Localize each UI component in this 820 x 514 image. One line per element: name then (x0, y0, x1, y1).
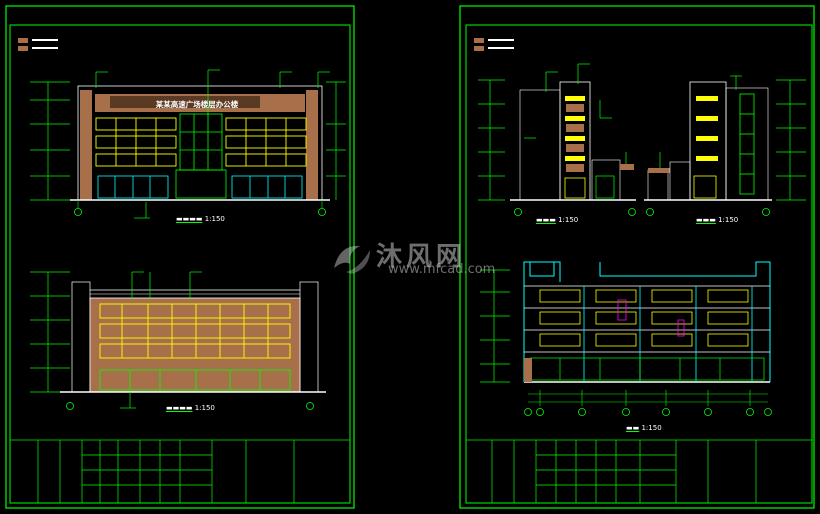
front-ground-floor (97, 169, 303, 199)
sheet-left: 某某高速广场楼层办公楼 (5, 5, 355, 509)
axis-bubble (306, 402, 314, 410)
section-caption: ▬▬ 1:150 (626, 424, 662, 432)
section-scale: 1:150 (641, 424, 662, 432)
side-elevation-a (478, 63, 636, 216)
section-outline (523, 261, 771, 382)
section-view (480, 261, 772, 416)
front-leaders (95, 69, 330, 219)
side-b-scale: 1:150 (718, 216, 739, 224)
watermark-url: www.mfcad.com (388, 262, 496, 277)
side-a-scale: 1:150 (558, 216, 579, 224)
rear-windows (99, 303, 291, 359)
axis-bubble (74, 208, 82, 216)
front-banner-text: 某某高速广场楼层办公楼 (156, 99, 239, 109)
title-block-left (9, 439, 351, 504)
rear-ground-floor (99, 369, 291, 391)
rear-elevation (30, 271, 326, 410)
axis-bubble (318, 208, 326, 216)
rear-elevation-scale: 1:150 (194, 404, 215, 412)
watermark: 沐风网 www.mfcad.com (330, 238, 500, 278)
rear-leaders (120, 271, 202, 409)
rear-elevation-caption: ▬▬▬▬ 1:150 (166, 404, 215, 412)
axis-bubble (66, 402, 74, 410)
front-elevation-caption: ▬▬▬▬ 1:150 (176, 215, 225, 223)
front-elevation (30, 69, 346, 219)
section-openings (539, 289, 749, 347)
watermark-text: 沐风网 (376, 242, 467, 272)
side-a-caption: ▬▬▬ 1:150 (536, 216, 579, 224)
legend (18, 38, 58, 51)
title-block-right (465, 439, 813, 504)
side-a-windows (565, 96, 585, 161)
side-b-caption: ▬▬▬ 1:150 (696, 216, 739, 224)
front-elevation-scale: 1:150 (204, 215, 225, 223)
level-marks-left (30, 81, 70, 201)
side-elevation-b (644, 75, 806, 216)
legend-right (474, 38, 514, 51)
watermark-logo-icon (334, 245, 370, 274)
level-marks-right (326, 81, 346, 200)
section-slabs (524, 285, 770, 383)
sheet-right (459, 5, 815, 509)
front-windows (95, 117, 307, 167)
section-axis-bubbles (524, 408, 772, 416)
section-dimensions (528, 390, 768, 406)
